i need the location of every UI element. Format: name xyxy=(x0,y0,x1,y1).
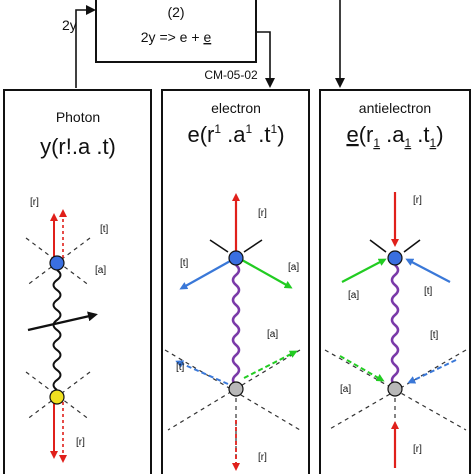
reaction-number: (2) xyxy=(167,4,184,20)
antielectron-label-r-bottom: [r] xyxy=(413,444,422,455)
antielectron-a-arrow xyxy=(341,258,387,283)
electron-a-dashed-arrow xyxy=(243,350,298,379)
photon-label-r-top: [r] xyxy=(30,197,39,208)
reaction-equation: 2y => e + e xyxy=(141,29,212,45)
electron-a-arrow xyxy=(241,259,293,289)
antielectron-label-t-mid: [t] xyxy=(430,330,439,341)
antielectron-diagram: antielectron e(r1 .a1 .t1) [r] [a] [t] [… xyxy=(324,100,467,470)
electron-top-tick-2 xyxy=(243,239,263,253)
antielectron-bottom-diag-2 xyxy=(327,349,467,431)
antielectron-label-r-top: [r] xyxy=(413,195,422,206)
electron-wave xyxy=(231,264,241,386)
antielectron-top-node xyxy=(387,250,403,266)
electron-top-node xyxy=(228,250,244,266)
photon-label-t: [t] xyxy=(100,224,109,235)
photon-label-r-bottom: [r] xyxy=(76,437,85,448)
antielectron-top-tick-1 xyxy=(369,239,387,253)
antielectron-a-dashed-arrow xyxy=(339,355,385,382)
output-connectors: CM-05-02 xyxy=(204,0,345,88)
antielectron-label-a-top: [a] xyxy=(348,290,359,301)
electron-label-t-top: [t] xyxy=(180,258,189,269)
electron-bottom-diag-2 xyxy=(167,349,301,431)
electron-t-dashed-arrow xyxy=(175,360,229,385)
electron-label-a-top: [a] xyxy=(288,262,299,273)
reaction-box-frame xyxy=(95,0,257,63)
reaction-box: (2) 2y => e + e xyxy=(95,0,257,63)
photon-title: Photon xyxy=(56,109,100,125)
antielectron-top-tick-2 xyxy=(403,239,421,253)
electron-output-arrow xyxy=(256,31,275,88)
input-arrow xyxy=(75,5,96,88)
electron-label-t-mid: [t] xyxy=(176,362,185,373)
electron-title: electron xyxy=(211,100,261,116)
photon-spin-arrow xyxy=(27,311,98,332)
electron-t-arrow xyxy=(179,259,233,290)
photon-top-node xyxy=(49,255,65,271)
electron-formula: e(r1 .a1 .t1) xyxy=(187,122,284,147)
antielectron-bottom-node xyxy=(387,381,403,397)
electron-label-r-top: [r] xyxy=(258,208,267,219)
photon-bottom-node xyxy=(49,389,65,405)
photon-label-a: [a] xyxy=(95,265,106,276)
electron-label-a-mid: [a] xyxy=(267,329,278,340)
antielectron-wave xyxy=(390,264,400,386)
antielectron-label-t-top: [t] xyxy=(424,286,433,297)
electron-bottom-diag-1 xyxy=(164,349,301,431)
input-connector: 2y xyxy=(62,5,96,88)
antielectron-label-a-mid: [a] xyxy=(340,384,351,395)
antielectron-t-dashed-arrow xyxy=(407,359,457,384)
photon-formula: y(r!.a .t) xyxy=(40,134,116,159)
input-label: 2y xyxy=(62,17,77,33)
photon-wave xyxy=(52,269,62,391)
electron-bottom-node xyxy=(228,381,244,397)
electron-diagram: electron e(r1 .a1 .t1) [r] [t] [a] [a] [… xyxy=(164,100,301,471)
code-label: CM-05-02 xyxy=(204,68,258,82)
antielectron-t-arrow xyxy=(405,258,451,283)
antielectron-title: antielectron xyxy=(359,100,431,116)
antielectron-formula: e(r1 .a1 .t1) xyxy=(346,122,443,150)
photon-diagram: Photon y(r!.a .t) [r] [t] [a] [r] xyxy=(25,109,116,463)
electron-top-tick-1 xyxy=(209,239,229,253)
electron-label-r-bottom: [r] xyxy=(258,452,267,463)
